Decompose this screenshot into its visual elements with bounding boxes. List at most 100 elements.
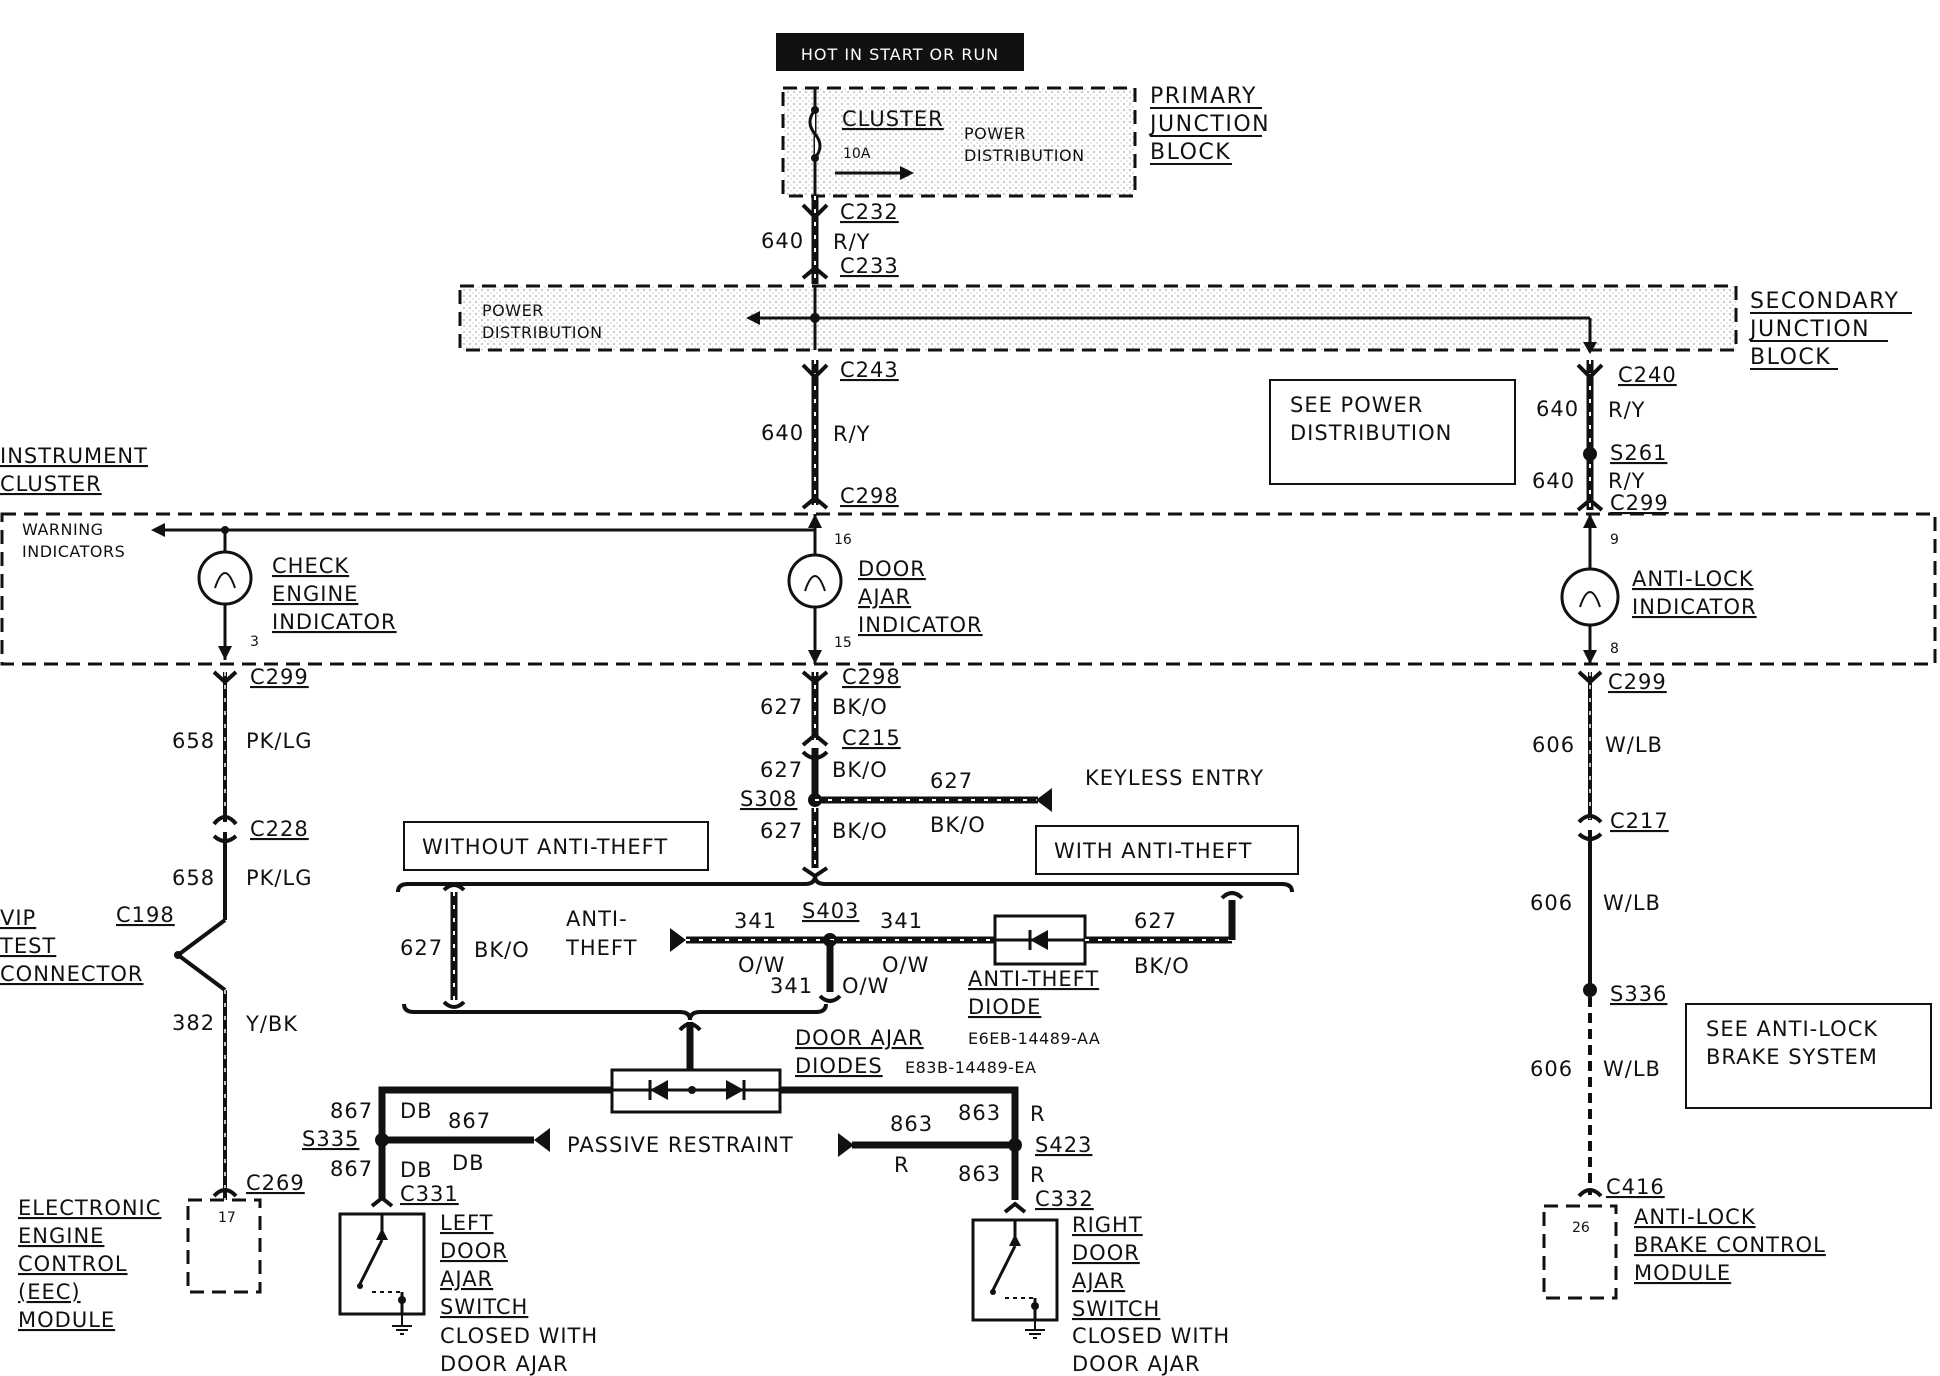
diagram-label: CHECK (272, 554, 349, 578)
vip-test-connector (174, 918, 227, 992)
diagram-label: S403 (802, 899, 859, 923)
door-ajar-diodes (610, 1068, 782, 1114)
diagram-label: O/W (882, 953, 929, 977)
diagram-label: BRAKE SYSTEM (1706, 1045, 1878, 1069)
diagram-label: CONTROL (18, 1252, 128, 1276)
diagram-label: 8 (1610, 641, 1619, 657)
diagram-label: O/W (738, 953, 785, 977)
diagram-label: Y/BK (245, 1012, 298, 1036)
diagram-label: KEYLESS ENTRY (1085, 766, 1264, 790)
diagram-label: 627 (1134, 909, 1177, 933)
diagram-label: 606 (1532, 733, 1575, 757)
diagram-label: BK/O (930, 813, 986, 837)
diagram-label: 867 (448, 1109, 491, 1133)
diagram-label: 606 (1530, 1057, 1573, 1081)
diagram-label: 341 (880, 909, 923, 933)
diagram-label: CLUSTER (0, 472, 102, 496)
diagram-label: S423 (1035, 1133, 1092, 1157)
diagram-label: MODULE (1634, 1261, 1731, 1285)
diagram-label: 341 (734, 909, 777, 933)
diagram-label: 627 (760, 758, 803, 782)
diagram-label: C243 (840, 358, 899, 382)
diagram-label: BK/O (832, 695, 888, 719)
diagram-label: INDICATOR (858, 613, 983, 637)
diagram-label: WITHOUT ANTI-THEFT (422, 835, 668, 859)
diagram-label: R (894, 1153, 910, 1177)
diagram-label: TEST (0, 934, 56, 958)
diagram-label: DOOR AJAR (795, 1026, 924, 1050)
diagram-label: ENGINE (18, 1224, 104, 1248)
fuse-name: CLUSTER (842, 107, 944, 131)
diagram-label: S336 (1610, 982, 1667, 1006)
diagram-label: 658 (172, 866, 215, 890)
diagram-label: 15 (834, 635, 852, 651)
option-brace-bottom (402, 1003, 828, 1021)
diagram-label: 341 (770, 974, 813, 998)
diagram-label: C198 (116, 903, 175, 927)
diagram-label: RIGHT (1072, 1213, 1143, 1237)
diagram-label: 627 (760, 695, 803, 719)
diagram-label: AJAR (858, 585, 911, 609)
diagram-label: BK/O (832, 758, 888, 782)
diagram-label: C228 (250, 817, 309, 841)
diagram-label: AJAR (440, 1267, 493, 1291)
diagram-label: 9 (1610, 532, 1619, 548)
diagram-label: E83B-14489-EA (905, 1058, 1036, 1077)
diagram-label: INDICATOR (272, 610, 397, 634)
diagram-label: C299 (1610, 491, 1669, 515)
diagram-label: C269 (246, 1171, 305, 1195)
diagram-label: SEE POWER (1290, 393, 1423, 417)
diagram-label: BLOCK (1750, 345, 1831, 370)
without-anti-theft-box (403, 821, 709, 871)
diagram-label: O/W (842, 974, 889, 998)
diagram-label: 627 (760, 819, 803, 843)
diagram-label: WARNING (22, 520, 104, 539)
diagram-label: CLOSED WITH (1072, 1324, 1230, 1348)
diagram-label: R/Y (833, 230, 871, 254)
diagram-label: C299 (1608, 670, 1667, 694)
diagram-label: R/Y (1608, 398, 1646, 422)
diagram-label: DIODES (795, 1054, 883, 1078)
diagram-label: R (1030, 1102, 1046, 1126)
diagram-label: DB (452, 1151, 485, 1175)
wire-867-left (378, 1086, 612, 1200)
diagram-label: DOOR (440, 1239, 508, 1263)
abs-control-module (1542, 1204, 1618, 1300)
diagram-label: S308 (740, 787, 797, 811)
diagram-label: 640 (1532, 469, 1575, 493)
check-engine-bulb (197, 550, 253, 606)
diagram-label: MODULE (18, 1308, 115, 1332)
diagram-label: PK/LG (246, 729, 312, 753)
secondary-junction-block: POWER DISTRIBUTION SECONDARY JUNCTION BL… (458, 284, 1912, 370)
diagram-label: CLOSED WITH (440, 1324, 598, 1348)
diagram-label: 16 (834, 532, 852, 548)
diagram-label: W/LB (1605, 733, 1663, 757)
diagram-label: R/Y (1608, 469, 1646, 493)
diagram-label: 863 (890, 1112, 933, 1136)
diagram-label: DOOR AJAR (440, 1352, 569, 1376)
diagram-label: S261 (1610, 441, 1667, 465)
diagram-label: DB (400, 1158, 433, 1182)
diagram-label: DISTRIBUTION (1290, 421, 1452, 445)
diagram-label: THEFT (565, 936, 637, 960)
diagram-label: R/Y (833, 422, 871, 446)
diagram-label: 640 (1536, 397, 1579, 421)
diagram-label: ANTI- (566, 907, 628, 931)
diagram-label: BLOCK (1150, 140, 1231, 165)
anti-lock-bulb (1560, 567, 1620, 627)
diagram-label: 867 (330, 1099, 373, 1123)
diagram-label: 863 (958, 1101, 1001, 1125)
diagram-label: JUNCTION (1748, 317, 1870, 342)
diagram-label: W/LB (1603, 1057, 1661, 1081)
hot-label-box (776, 33, 1024, 71)
diagram-label: WITH ANTI-THEFT (1054, 839, 1252, 863)
diagram-label: POWER (964, 124, 1026, 143)
diagram-label: DISTRIBUTION (482, 323, 603, 342)
diagram-label: C331 (400, 1182, 459, 1206)
diagram-label: C416 (1606, 1175, 1665, 1199)
instrument-cluster: WARNING INDICATORS 3 CHECK ENGINE INDICA… (0, 512, 1937, 666)
diagram-label: SEE ANTI-LOCK (1706, 1017, 1878, 1041)
diagram-label: JUNCTION (1148, 112, 1270, 137)
diagram-label: 382 (172, 1011, 215, 1035)
